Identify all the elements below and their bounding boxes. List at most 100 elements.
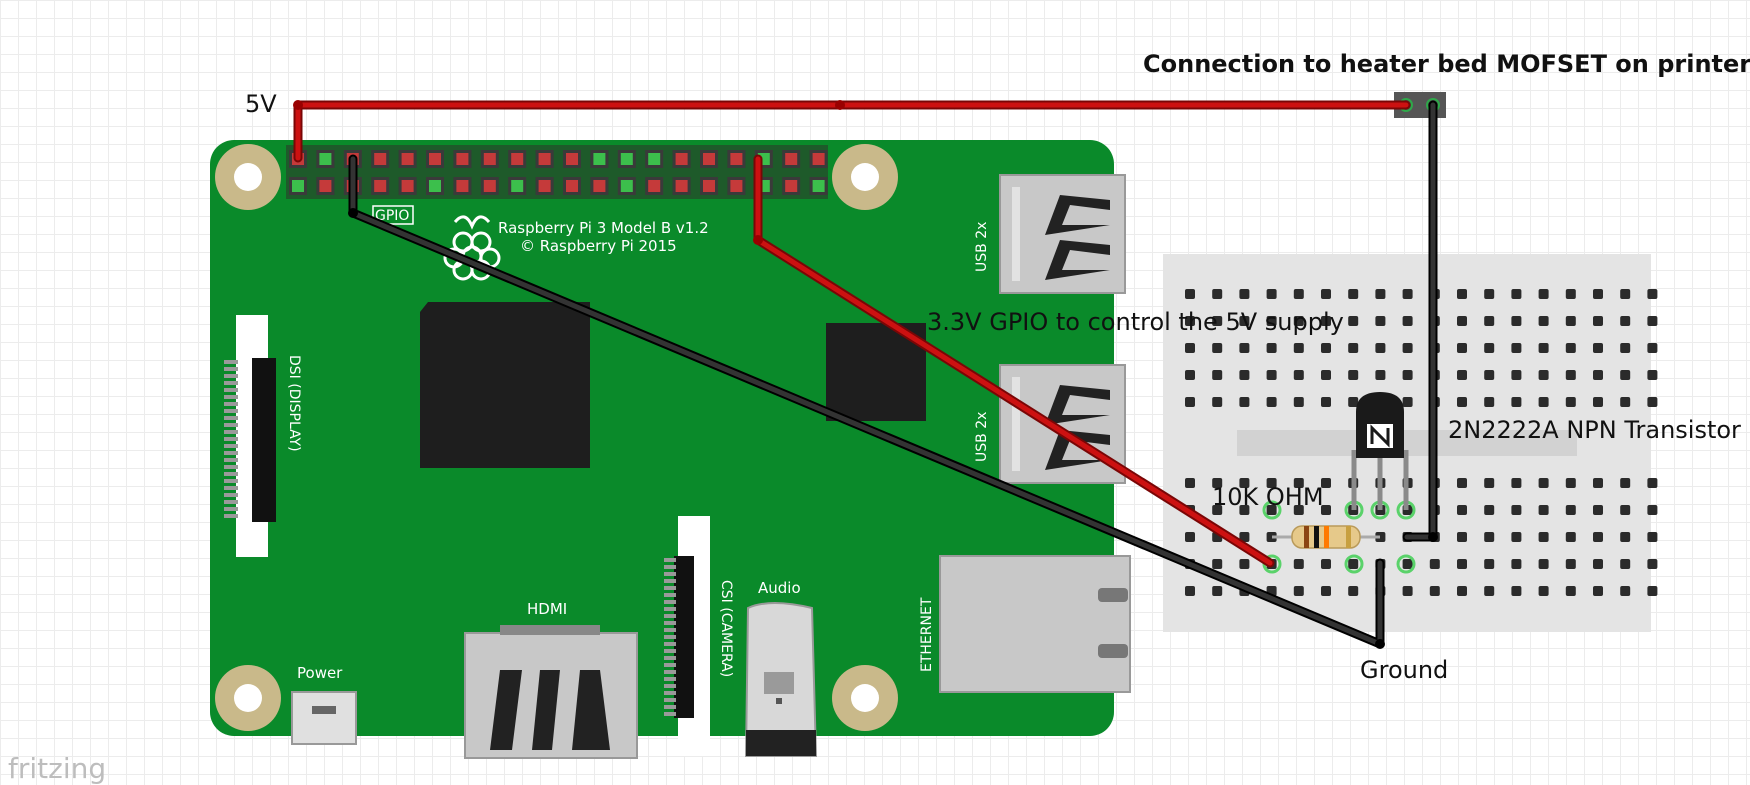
power-port [291, 691, 357, 745]
breadboard-hole [1239, 316, 1250, 326]
breadboard-hole [1484, 478, 1495, 488]
usb-port-top [999, 174, 1126, 294]
breadboard-hole [1565, 289, 1576, 299]
breadboard-hole [1538, 532, 1549, 542]
fritzing-watermark: fritzing [8, 752, 106, 785]
breadboard-hole [1511, 532, 1522, 542]
breadboard-hole [1185, 316, 1195, 326]
breadboard-hole [1185, 397, 1195, 407]
gpio-label-box [372, 205, 414, 225]
breadboard-hole [1212, 316, 1223, 326]
breadboard-hole [1647, 370, 1658, 380]
breadboard-hole [1348, 586, 1359, 596]
gpio-pin [809, 150, 828, 168]
ethernet-label: ETHERNET [919, 597, 935, 672]
usb-bottom-label: USB 2x [974, 412, 990, 462]
breadboard-hole [1565, 370, 1576, 380]
breadboard-hole [1565, 478, 1576, 488]
breadboard-hole [1593, 532, 1603, 542]
breadboard-hole [1647, 532, 1658, 542]
breadboard-hole [1593, 478, 1603, 488]
hdmi-label: HDMI [527, 600, 567, 618]
breadboard-hole [1484, 397, 1495, 407]
gpio-pin [289, 177, 307, 195]
breadboard-hole [1212, 586, 1223, 596]
gpio-pin [398, 177, 417, 195]
breadboard-hole [1348, 343, 1359, 353]
breadboard-hole [1593, 505, 1603, 515]
mounting-holes [215, 144, 898, 731]
breadboard-hole [1620, 505, 1631, 515]
breadboard-hole [1538, 289, 1549, 299]
power-label: Power [297, 664, 343, 682]
gpio-pin [617, 177, 636, 195]
breadboard-hole [1402, 370, 1413, 380]
breadboard-hole [1212, 559, 1223, 569]
breadboard-hole-highlight [1396, 554, 1416, 574]
breadboard-hole [1266, 289, 1277, 299]
breadboard-hole [1266, 397, 1277, 407]
gpio-pin [508, 177, 527, 195]
breadboard-hole [1293, 397, 1304, 407]
breadboard-hole [1511, 370, 1522, 380]
gpio-pin [782, 150, 801, 168]
breadboard-hole [1348, 289, 1359, 299]
label-gpio-control: 3.3V GPIO to control the 5V supply [927, 308, 1344, 336]
audio-jack [744, 602, 818, 757]
breadboard-hole [1457, 586, 1467, 596]
breadboard-hole [1321, 478, 1331, 488]
gpio-pin [316, 177, 335, 195]
breadboard-hole [1212, 343, 1223, 353]
csi-connector [664, 516, 710, 756]
breadboard-hole [1511, 343, 1522, 353]
gpio-pin [398, 150, 417, 168]
breadboard-hole [1565, 586, 1576, 596]
dsi-label: DSI (DISPLAY) [286, 355, 302, 452]
breadboard-hole [1593, 370, 1603, 380]
gpio-pin [700, 150, 718, 168]
gpio-pin [480, 177, 499, 195]
gpio-pin [645, 177, 664, 195]
breadboard-hole [1511, 397, 1522, 407]
breadboard-hole [1185, 343, 1195, 353]
breadboard-hole [1348, 316, 1359, 326]
breadboard-hole [1511, 289, 1522, 299]
breadboard-hole [1239, 289, 1250, 299]
breadboard-hole [1593, 397, 1603, 407]
gpio-pin [563, 150, 581, 168]
gpio-pin [809, 177, 828, 195]
breadboard-hole [1647, 586, 1658, 596]
breadboard-hole [1457, 505, 1467, 515]
breadboard-hole [1402, 289, 1413, 299]
breadboard-hole [1620, 289, 1631, 299]
breadboard-hole [1402, 343, 1413, 353]
breadboard-hole [1565, 559, 1576, 569]
breadboard-hole [1484, 586, 1495, 596]
breadboard-hole [1484, 532, 1495, 542]
label-ground: Ground [1360, 656, 1448, 684]
breadboard-hole [1321, 397, 1331, 407]
breadboard-hole [1293, 289, 1304, 299]
wires [293, 100, 1438, 649]
breadboard-hole [1239, 397, 1250, 407]
breadboard-hole [1538, 343, 1549, 353]
breadboard-hole [1620, 559, 1631, 569]
label-5v: 5V [245, 90, 277, 118]
breadboard-hole [1321, 586, 1331, 596]
breadboard-hole [1185, 586, 1195, 596]
gpio-pin [590, 150, 609, 168]
breadboard-hole [1375, 289, 1386, 299]
breadboard-hole [1484, 316, 1495, 326]
gpio-pin [590, 177, 609, 195]
breadboard-hole [1239, 532, 1250, 542]
breadboard-hole [1402, 316, 1413, 326]
breadboard-hole [1212, 289, 1223, 299]
breadboard-hole [1348, 397, 1359, 407]
breadboard-hole [1620, 586, 1631, 596]
breadboard-hole [1538, 397, 1549, 407]
gpio-pin [535, 150, 554, 168]
breadboard-hole [1321, 559, 1331, 569]
board-model-label: Raspberry Pi 3 Model B v1.2 [498, 219, 709, 237]
breadboard-hole [1538, 505, 1549, 515]
